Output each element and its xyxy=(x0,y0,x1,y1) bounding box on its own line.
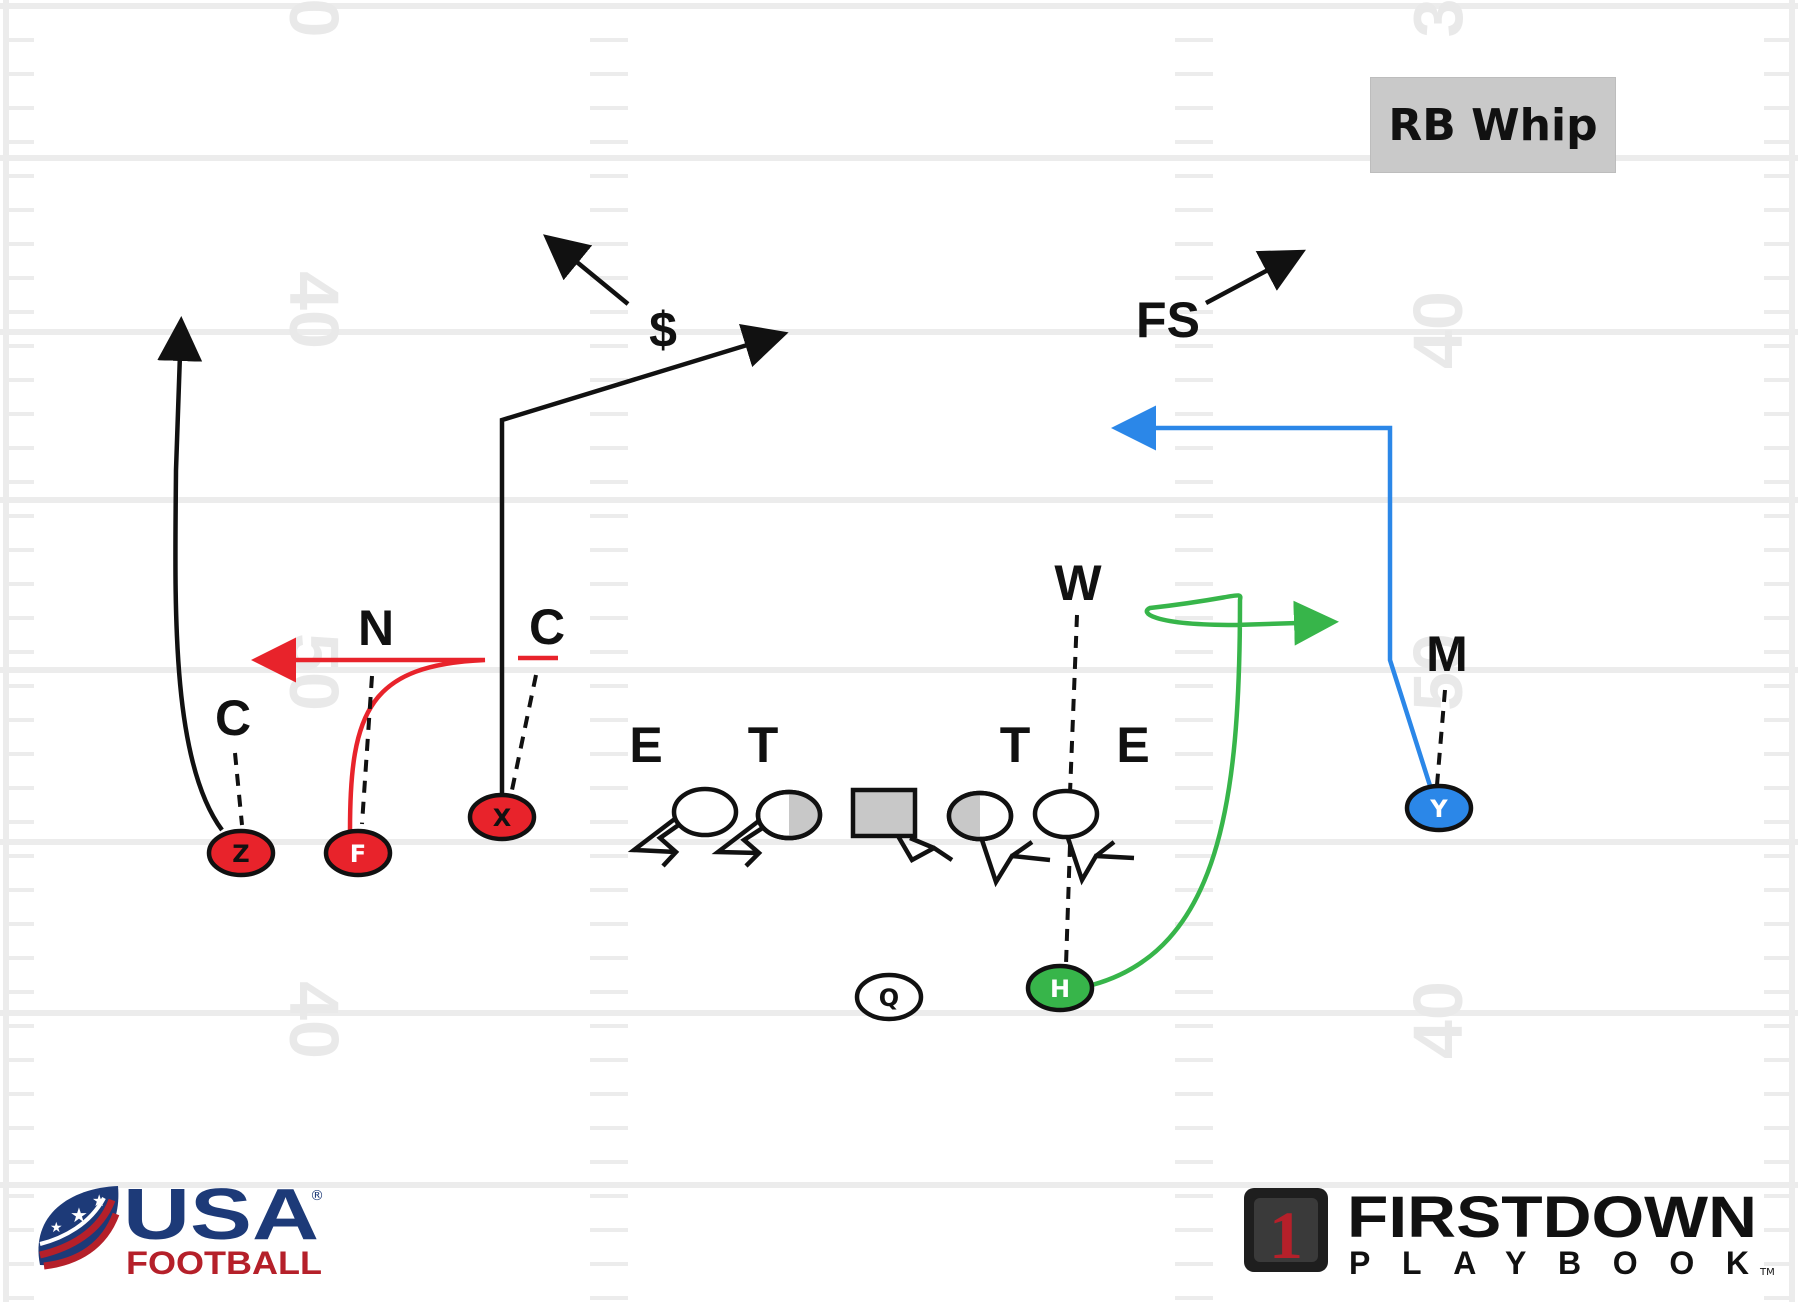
defender-c-left: C xyxy=(215,690,251,746)
lineman-left-guard xyxy=(711,789,823,868)
free-safety-drop xyxy=(1204,249,1306,305)
playbook-trademark: TM xyxy=(1759,1267,1775,1278)
player-z-label: Z xyxy=(232,840,249,868)
cover-c-left xyxy=(233,752,244,826)
yard-number-right-top: 3 xyxy=(1399,0,1477,37)
yard-number-left-50: 50 xyxy=(275,633,353,711)
player-y[interactable]: Y xyxy=(1404,783,1474,833)
defense-labels: C N C $ FS E T T E W M xyxy=(215,292,1468,773)
firstdown-playbook-logo: 1 FIRSTDOWN PLAYBOOK TM xyxy=(1244,1185,1775,1281)
yard-number-left-40b: 40 xyxy=(275,981,353,1059)
route-z-go xyxy=(157,316,224,832)
usa-logo-text: USA xyxy=(123,1175,319,1255)
offensive-line xyxy=(627,786,1135,888)
skill-players: Z F X Y H Q xyxy=(206,783,1474,1022)
defender-e-right: E xyxy=(1116,717,1149,773)
svg-text:★: ★ xyxy=(92,1191,106,1210)
coverage-lines xyxy=(233,614,1447,966)
cover-m xyxy=(1435,689,1447,786)
firstdown-logo-text: FIRSTDOWN xyxy=(1347,1185,1757,1250)
usa-football-ball-icon: ★ ★ ★ xyxy=(38,1186,120,1270)
defender-fs: FS xyxy=(1136,292,1200,348)
defender-t-left: T xyxy=(748,717,779,773)
usa-football-logo: ★ ★ ★ USA ® FOOTBALL xyxy=(38,1175,324,1281)
firstdown-badge-number: 1 xyxy=(1269,1197,1303,1273)
player-y-label: Y xyxy=(1429,795,1448,823)
yard-number-right-40: 40 xyxy=(1399,291,1477,369)
cover-w-h xyxy=(1064,844,1072,966)
player-x-label: X xyxy=(493,804,512,832)
play-title-text: RB Whip xyxy=(1388,99,1598,151)
play-title: RB Whip xyxy=(1370,77,1616,173)
firstdown-number-badge-icon: 1 xyxy=(1244,1188,1328,1273)
football-logo-text: FOOTBALL xyxy=(126,1245,322,1281)
player-q-label: Q xyxy=(879,984,899,1012)
hash-marks xyxy=(8,38,1792,1300)
center xyxy=(850,787,954,864)
yard-number-left-40: 40 xyxy=(275,271,353,349)
svg-text:★: ★ xyxy=(50,1220,63,1236)
lineman-right-tackle xyxy=(1032,788,1135,886)
yard-number-left-top: 0 xyxy=(275,0,353,37)
route-x-post xyxy=(499,324,789,815)
svg-text:★: ★ xyxy=(70,1203,88,1227)
defender-e-left: E xyxy=(629,717,662,773)
player-h[interactable]: H xyxy=(1025,963,1095,1013)
player-x[interactable]: X xyxy=(467,792,537,842)
lineman-right-guard xyxy=(946,790,1051,888)
player-q[interactable]: Q xyxy=(854,972,924,1022)
defender-m: M xyxy=(1426,626,1468,682)
cover-c-right xyxy=(510,674,538,791)
routes xyxy=(157,234,1435,988)
playbook-logo-text: PLAYBOOK xyxy=(1349,1245,1749,1281)
defender-t-right: T xyxy=(1000,717,1031,773)
player-f-label: F xyxy=(350,840,366,868)
route-y-corner xyxy=(1111,405,1435,793)
player-f[interactable]: F xyxy=(323,828,393,878)
defender-c-right: C xyxy=(529,599,565,655)
lineman-left-tackle xyxy=(627,786,739,868)
yard-number-right-40b: 40 xyxy=(1399,981,1477,1059)
defender-w: W xyxy=(1054,555,1102,611)
player-z[interactable]: Z xyxy=(206,828,276,878)
player-h-label: H xyxy=(1050,975,1070,1003)
safety-dollar-drop xyxy=(543,234,630,306)
route-h-whip xyxy=(1091,593,1339,988)
yard-number-right-50: 50 xyxy=(1399,633,1477,711)
defender-n: N xyxy=(358,600,394,656)
cover-w xyxy=(1068,614,1079,794)
defender-dollar: $ xyxy=(649,302,677,358)
usa-logo-registered: ® xyxy=(310,1188,324,1204)
route-f-wheel xyxy=(251,637,486,831)
cover-n xyxy=(360,675,374,825)
